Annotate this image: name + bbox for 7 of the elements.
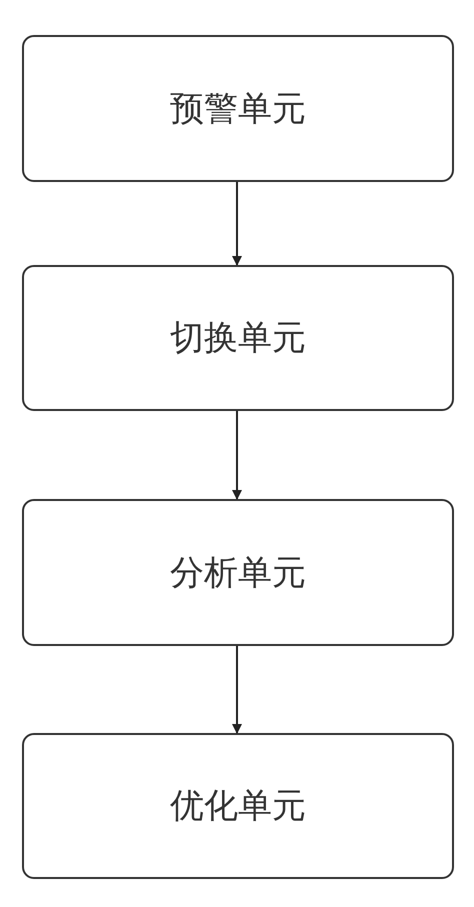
process-box: 切换单元 (22, 265, 454, 411)
process-box: 优化单元 (22, 733, 454, 879)
process-box: 预警单元 (22, 35, 454, 182)
arrow (232, 646, 242, 734)
process-box: 分析单元 (22, 499, 454, 646)
arrow (232, 182, 242, 266)
arrow (232, 411, 242, 500)
